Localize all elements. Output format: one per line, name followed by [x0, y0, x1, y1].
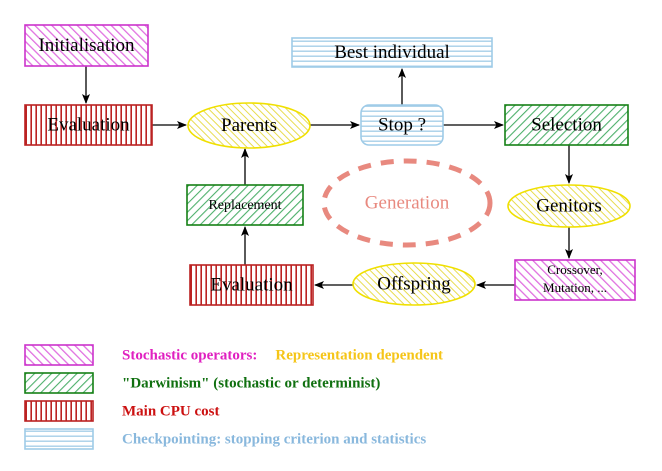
node-label-replacement: Replacement [208, 198, 281, 213]
node-shape-stop [360, 104, 444, 146]
node-shape-evaluation-bot [189, 264, 314, 306]
node-best-individual[interactable]: Best individual [291, 37, 493, 68]
node-parents[interactable]: Parents [187, 102, 311, 149]
node-label-parents: Parents [221, 115, 277, 136]
legend-layer: Stochastic operators: Representation depe… [24, 344, 443, 450]
node-label-selection: Selection [531, 114, 602, 135]
generation-marker-layer: Generation [321, 158, 493, 248]
node-evaluation-top[interactable]: Evaluation [24, 104, 153, 146]
node-shape-genitors [507, 184, 631, 228]
node-label-best-individual: Best individual [334, 42, 450, 63]
legend-label-main-cpu-cost: Main CPU cost [122, 403, 220, 419]
node-label-evaluation-bot: Evaluation [210, 274, 293, 295]
legend-label-stochastic-operators: Stochastic operators: [122, 347, 257, 363]
node-label-crossover-line2: Mutation, ... [543, 280, 607, 295]
legend-label-stochastic-operators-extra: Representation dependent [275, 347, 443, 363]
node-offspring[interactable]: Offspring [352, 262, 476, 306]
legend-swatch-main-cpu-cost [24, 400, 94, 422]
legend-row-checkpointing: Checkpointing: stopping criterion and st… [24, 428, 426, 450]
node-label-evaluation-top: Evaluation [47, 114, 130, 135]
node-genitors[interactable]: Genitors [507, 184, 631, 228]
node-shape-crossover [514, 259, 636, 301]
legend-label-darwinism: "Darwinism" (stochastic or determinist) [122, 375, 380, 391]
legend-swatch-checkpointing [24, 428, 94, 450]
node-crossover[interactable]: Crossover, Mutation, ... [514, 259, 636, 301]
legend-row-main-cpu-cost: Main CPU cost [24, 400, 220, 422]
node-label-crossover-line1: Crossover, [547, 262, 602, 277]
node-shape-selection [504, 104, 629, 146]
node-initialisation[interactable]: Initialisation [24, 24, 149, 67]
legend-row-stochastic-operators: Stochastic operators: Representation depe… [24, 344, 443, 366]
node-shape-parents [187, 102, 311, 149]
legend-swatch-stochastic-operators [24, 344, 94, 366]
node-replacement[interactable]: Replacement [186, 184, 304, 226]
node-label-offspring: Offspring [377, 273, 451, 294]
node-shape-evaluation-top [24, 104, 153, 146]
node-shape-offspring [352, 262, 476, 306]
generation-ellipse [321, 158, 493, 248]
node-selection[interactable]: Selection [504, 104, 629, 146]
node-shape-replacement [186, 184, 304, 226]
node-label-stop: Stop ? [378, 114, 426, 135]
edges-layer [82, 66, 573, 289]
legend-label-checkpointing: Checkpointing: stopping criterion and st… [122, 431, 426, 447]
node-stop[interactable]: Stop ? [360, 104, 444, 146]
legend-swatch-darwinism [24, 372, 94, 394]
node-shape-best-individual [291, 37, 493, 68]
legend-row-darwinism: "Darwinism" (stochastic or determinist) [24, 372, 380, 394]
generation-label: Generation [365, 192, 450, 213]
node-label-genitors: Genitors [536, 195, 601, 216]
node-evaluation-bot[interactable]: Evaluation [189, 264, 314, 306]
node-shape-initialisation [24, 24, 149, 67]
node-label-initialisation: Initialisation [38, 35, 135, 56]
